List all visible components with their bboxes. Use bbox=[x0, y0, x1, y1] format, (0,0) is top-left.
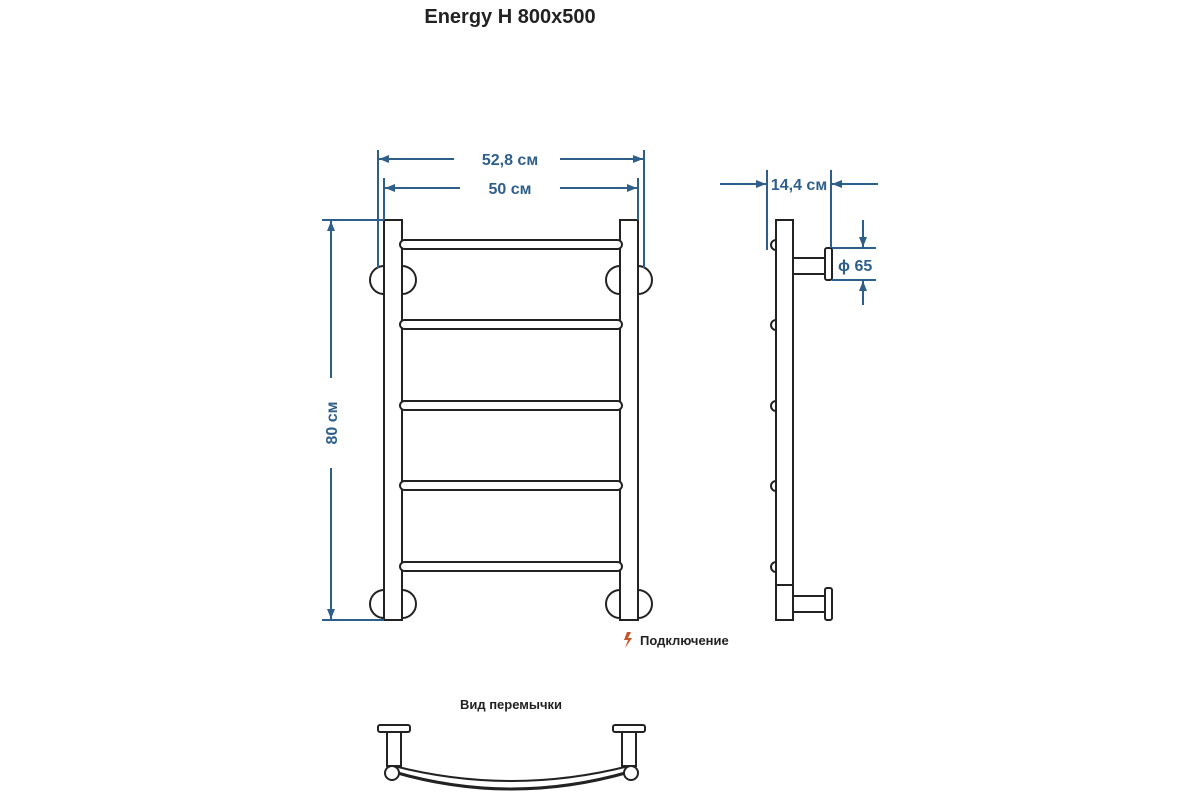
connection-label: Подключение bbox=[640, 633, 729, 648]
bridge-joint-left bbox=[384, 765, 400, 781]
right-upright bbox=[619, 219, 639, 621]
rung-5 bbox=[399, 561, 623, 572]
side-dimensions bbox=[720, 170, 878, 305]
height-label: 80 см bbox=[324, 402, 341, 445]
side-mount-top-arm bbox=[792, 257, 826, 275]
rung-1 bbox=[399, 239, 623, 250]
diagram-title: Energy H 800x500 bbox=[424, 6, 596, 28]
inner-width-label: 50 см bbox=[489, 181, 532, 198]
bracket-bottom-left bbox=[369, 589, 417, 619]
bridge-joint-right bbox=[623, 765, 639, 781]
lightning-bolt-icon bbox=[624, 632, 632, 648]
side-rung-stub-2 bbox=[770, 318, 777, 332]
front-dimensions bbox=[322, 150, 645, 621]
depth-label: 14,4 см bbox=[771, 177, 827, 194]
connection-legend: Подключение bbox=[624, 632, 729, 648]
bridge-view-label: Вид перемычки bbox=[460, 697, 562, 712]
flange-diameter-label: ϕ 65 bbox=[838, 258, 872, 275]
left-upright bbox=[383, 219, 403, 621]
side-mount-bottom-flange bbox=[824, 587, 833, 621]
rung-2 bbox=[399, 319, 623, 330]
bridge-stem-right bbox=[621, 731, 637, 767]
bridge-curve bbox=[393, 770, 630, 791]
outer-width-label: 52,8 см bbox=[482, 152, 538, 169]
front-view bbox=[369, 219, 653, 621]
bridge-view bbox=[377, 724, 646, 791]
side-view bbox=[770, 219, 833, 621]
bridge-flange-left bbox=[377, 724, 411, 733]
bridge-stem-left bbox=[386, 731, 402, 767]
side-upright bbox=[775, 219, 794, 621]
side-rung-stub-1 bbox=[770, 238, 777, 252]
side-rung-stub-3 bbox=[770, 399, 777, 413]
side-connection-block bbox=[775, 584, 794, 621]
rung-3 bbox=[399, 400, 623, 411]
rung-4 bbox=[399, 480, 623, 491]
side-rung-stub-4 bbox=[770, 479, 777, 493]
side-rung-stub-5 bbox=[770, 560, 777, 574]
side-mount-top-flange bbox=[824, 247, 833, 281]
bracket-bottom-right bbox=[605, 589, 653, 619]
bridge-flange-right bbox=[612, 724, 646, 733]
side-mount-bottom-arm bbox=[792, 595, 826, 613]
